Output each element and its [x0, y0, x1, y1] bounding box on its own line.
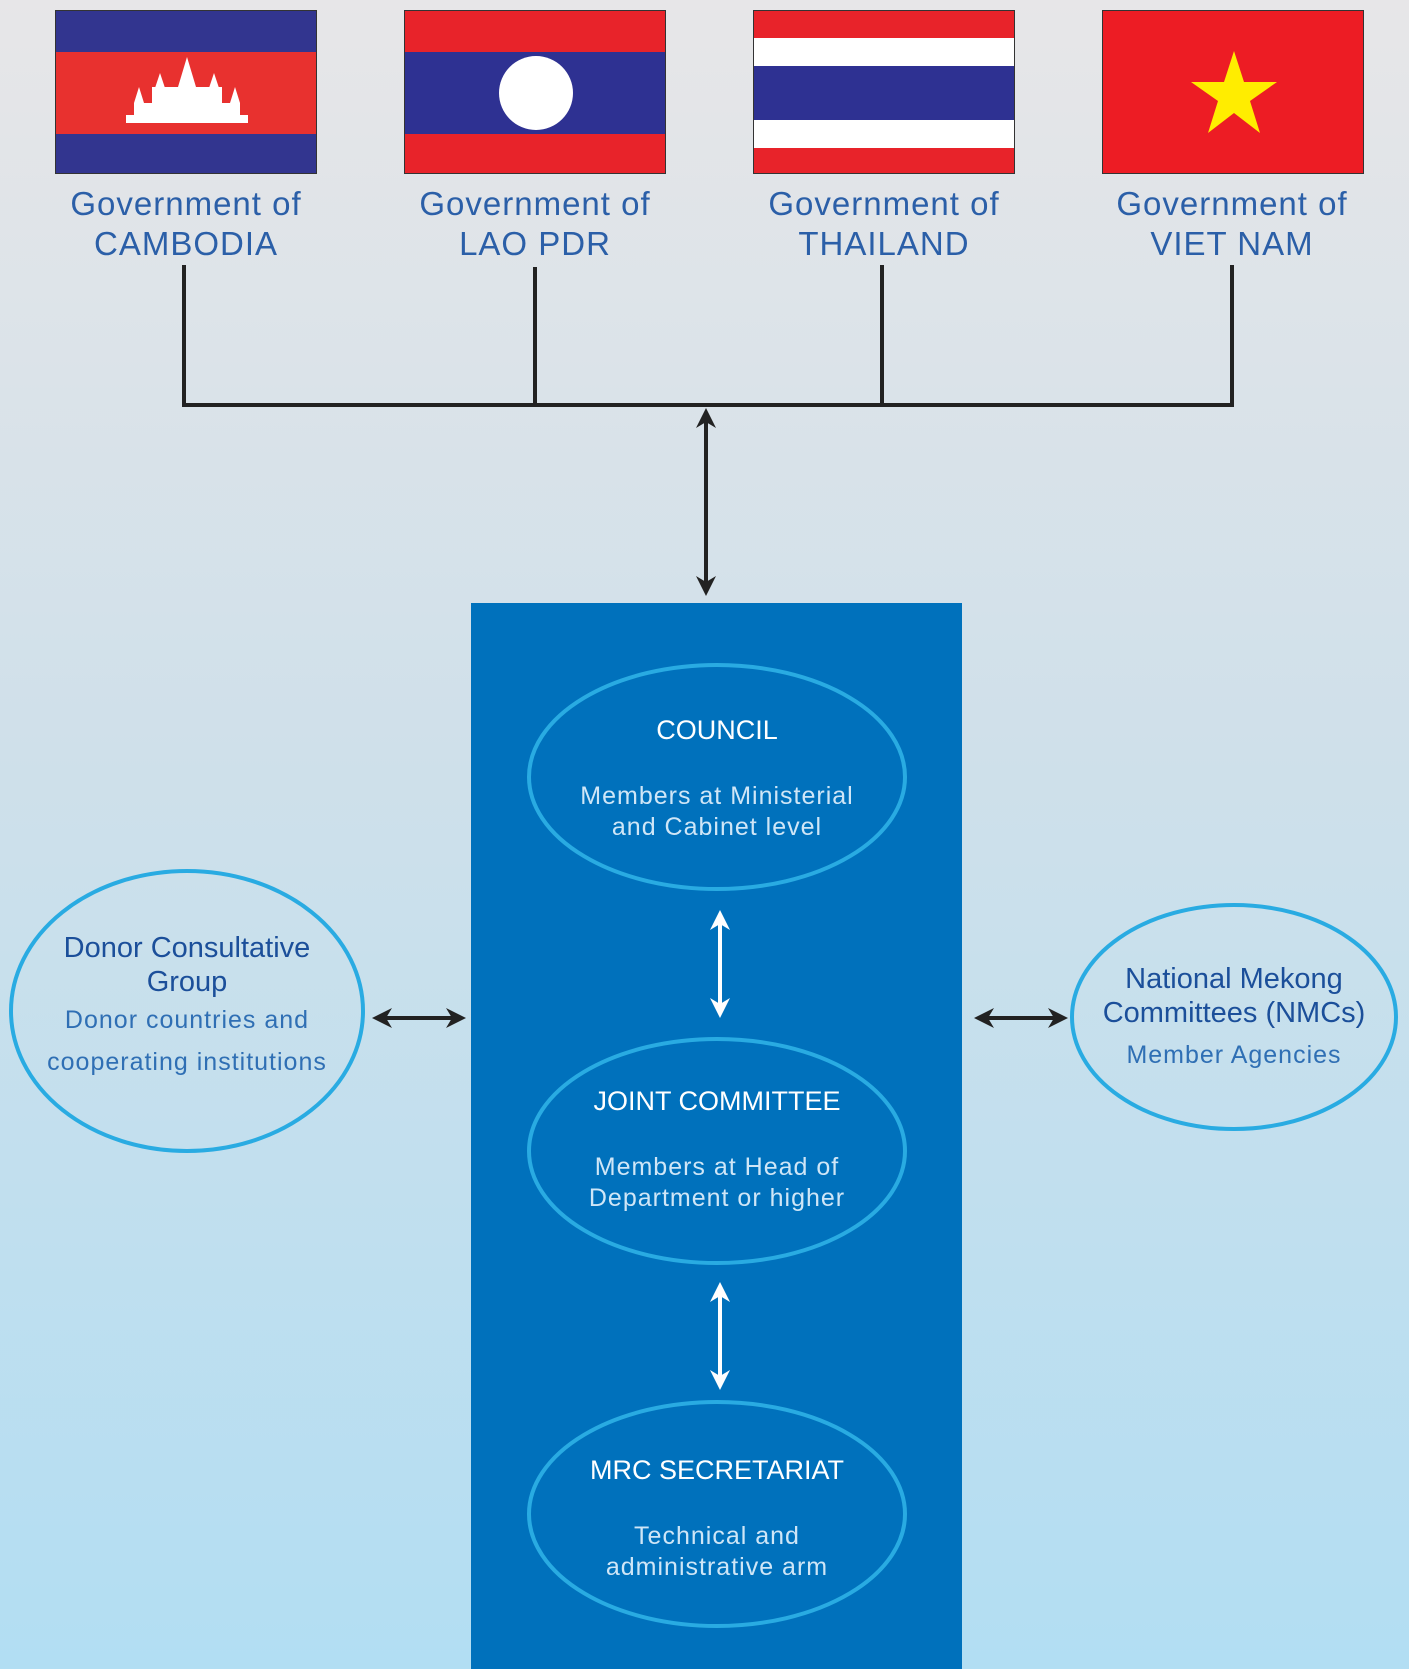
gov-label-thailand: Government of THAILAND: [734, 184, 1034, 264]
cambodia-flag: [55, 10, 317, 174]
gov-label-country: VIET NAM: [1150, 225, 1314, 262]
government-connector-lines: [182, 265, 1234, 407]
council-desc-line2: and Cabinet level: [611, 813, 823, 841]
gov-label-line1: Government of: [1116, 185, 1348, 222]
thailand-flag: [753, 10, 1015, 174]
mrc-structure-panel: [471, 603, 962, 1669]
donor-node: Donor Consultative Group Donor countries…: [27, 931, 347, 1083]
donor-title-line2: Group: [146, 966, 228, 998]
joint-committee-title: JOINT COMMITTEE: [593, 1086, 841, 1116]
donor-oval: [9, 869, 365, 1153]
vietnam-flag: [1102, 10, 1364, 174]
gov-label-line1: Government of: [70, 185, 302, 222]
gov-label-line1: Government of: [419, 185, 651, 222]
nmc-node: National Mekong Committees (NMCs) Member…: [1079, 962, 1389, 1076]
gov-label-country: CAMBODIA: [93, 225, 279, 262]
nmc-title-line2: Committees (NMCs): [1102, 997, 1366, 1029]
secretariat-node: MRC SECRETARIAT Technical and administra…: [567, 1453, 867, 1583]
joint-committee-oval: [527, 1037, 907, 1265]
gov-label-laos: Government of LAO PDR: [385, 184, 685, 264]
secretariat-desc-line2: administrative arm: [605, 1553, 829, 1581]
gov-label-vietnam: Government of VIET NAM: [1082, 184, 1382, 264]
donor-desc-line2: cooperating institutions: [47, 1048, 327, 1076]
council-node: COUNCIL Members at Ministerial and Cabin…: [567, 713, 867, 843]
secretariat-title: MRC SECRETARIAT: [589, 1455, 844, 1485]
gov-label-country: LAO PDR: [459, 225, 611, 262]
council-desc-line1: Members at Ministerial: [580, 782, 854, 810]
secretariat-oval: [527, 1400, 907, 1628]
secretariat-desc-line1: Technical and: [634, 1522, 800, 1550]
council-title: COUNCIL: [656, 715, 778, 745]
donor-desc-line1: Donor countries and: [64, 1006, 310, 1034]
gov-label-line1: Government of: [768, 185, 1000, 222]
council-oval: [527, 663, 907, 891]
nmc-desc-line1: Member Agencies: [1126, 1041, 1342, 1069]
joint-committee-desc-line2: Department or higher: [588, 1184, 846, 1212]
nmc-oval: [1070, 903, 1398, 1131]
gov-label-cambodia: Government of CAMBODIA: [36, 184, 336, 264]
joint-committee-desc-line1: Members at Head of: [594, 1153, 840, 1181]
laos-flag: [404, 10, 666, 174]
donor-title-line1: Donor Consultative: [63, 932, 311, 964]
gov-label-country: THAILAND: [798, 225, 970, 262]
nmc-title-line1: National Mekong: [1125, 963, 1343, 995]
joint-committee-node: JOINT COMMITTEE Members at Head of Depar…: [557, 1084, 877, 1214]
